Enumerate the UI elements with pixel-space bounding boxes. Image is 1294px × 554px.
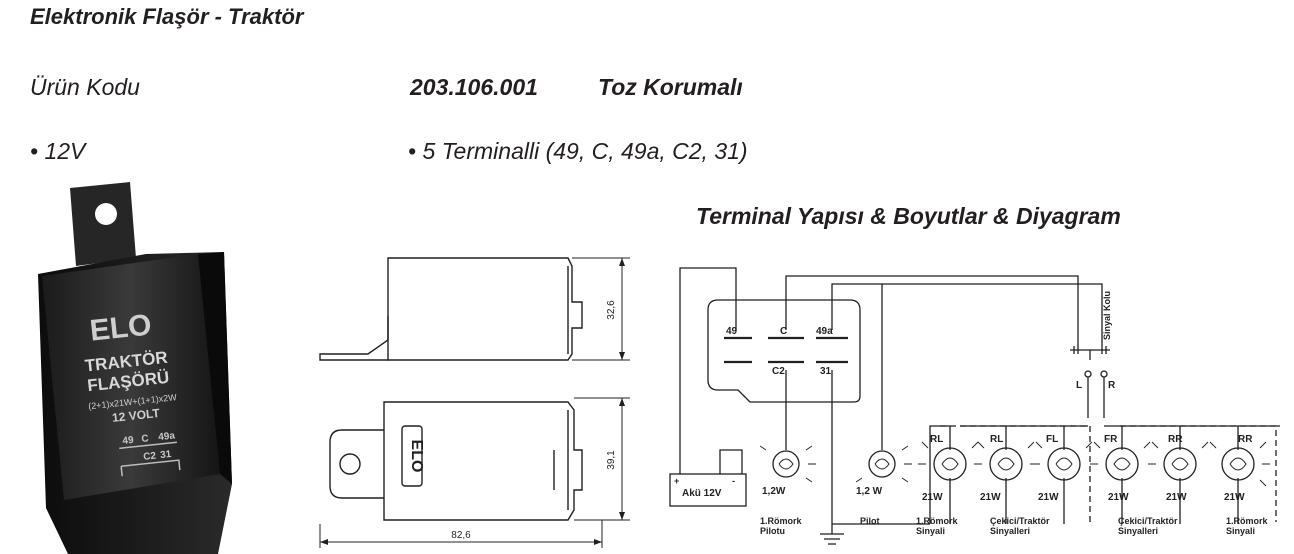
term-49a: 49a xyxy=(816,326,833,337)
dim-height-bottom: 39,1 xyxy=(606,450,617,470)
lamp-tag-3: FL xyxy=(1046,434,1058,445)
dim-height-top: 32,6 xyxy=(606,300,617,320)
lamp-tag-5: RR xyxy=(1168,434,1183,445)
lamp-watt-3: 21W xyxy=(1038,492,1059,503)
lamp-watt-1: 21W xyxy=(922,492,943,503)
dimension-drawing: ELO 32,6 39,1 82,6 xyxy=(319,257,630,548)
lamp-watt-2: 21W xyxy=(980,492,1001,503)
photo-term-c: C xyxy=(141,433,149,445)
term-c2: C2 xyxy=(772,366,785,377)
battery-plus: + xyxy=(674,476,679,486)
photo-brand: ELO xyxy=(88,308,153,347)
voltage-bullet: • 12V xyxy=(30,138,86,164)
switch-left-label: L xyxy=(1076,380,1082,391)
switch-label: Sinyal Kolu xyxy=(1102,291,1112,340)
terminals-bullet: • 5 Terminalli (49, C, 49a, C2, 31) xyxy=(408,138,748,164)
photo-term-c2: C2 xyxy=(143,451,157,463)
switch-right-label: R xyxy=(1108,380,1116,391)
product-code-label: Ürün Kodu xyxy=(30,74,140,100)
product-feature: Toz Korumalı xyxy=(598,74,743,100)
lamp-small-watt: 1,2W xyxy=(762,486,786,497)
drawing-brand: ELO xyxy=(408,440,425,473)
wiring-diagram: 49 C 49a C2 31 Sinyal Kolu L R + - Akü 1… xyxy=(669,267,1280,545)
lamp-watt-5: 21W xyxy=(1166,492,1187,503)
battery-label: Akü 12V xyxy=(682,488,722,499)
term-31: 31 xyxy=(820,366,832,377)
lamp-tag-4: FR xyxy=(1104,434,1118,445)
photo-term-31: 31 xyxy=(160,449,173,461)
label-pilot: Pilot xyxy=(860,516,880,526)
lamp-pilot-watt: 1,2 W xyxy=(856,486,883,497)
page-title: Elektronik Flaşör - Traktör xyxy=(30,4,304,29)
product-code-value: 203.106.001 xyxy=(410,74,538,100)
section-heading: Terminal Yapısı & Boyutlar & Diyagram xyxy=(696,203,1121,229)
photo-volt: 12 VOLT xyxy=(111,406,161,425)
lamp-tag-1: RL xyxy=(930,434,943,445)
dim-width: 82,6 xyxy=(451,530,471,541)
lamp-tag-6: RR xyxy=(1238,434,1253,445)
lamp-watt-4: 21W xyxy=(1108,492,1129,503)
photo-term-49a: 49a xyxy=(158,430,176,443)
lamp-watt-6: 21W xyxy=(1224,492,1245,503)
photo-term-49: 49 xyxy=(122,435,135,447)
product-photo: ELO TRAKTÖR FLAŞÖRÜ (2+1)x21W+(1+1)x2W 1… xyxy=(38,182,232,554)
lamp-tag-2: RL xyxy=(990,434,1003,445)
term-49: 49 xyxy=(726,326,738,337)
term-c: C xyxy=(780,326,787,337)
battery-minus: - xyxy=(732,476,735,486)
